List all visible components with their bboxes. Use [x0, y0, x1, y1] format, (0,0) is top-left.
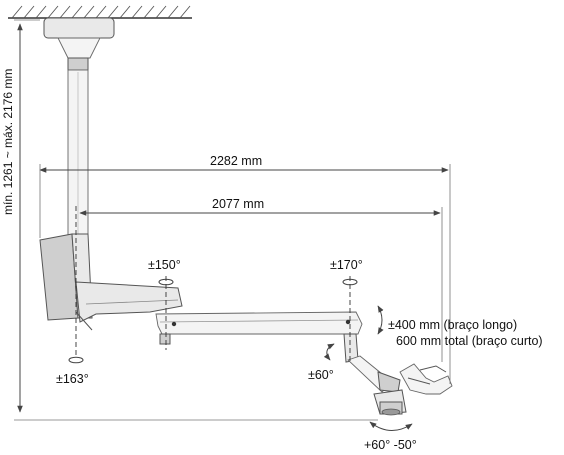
- height-range-label: mín. 1261 ~ máx. 2176 mm: [1, 68, 15, 215]
- inner-reach-label: 2077 mm: [212, 197, 265, 211]
- column-rotation-label: ±163°: [56, 372, 89, 386]
- rotation-axis-arm-end: [342, 276, 358, 362]
- rotation-axis-arm-joint: [158, 276, 174, 350]
- short-arm-travel-label: 600 mm total (braço curto): [396, 334, 543, 348]
- spring-arm-housing: [39, 233, 183, 331]
- suspension-arm: [343, 333, 401, 393]
- head-tilt-arrow: [369, 421, 413, 431]
- long-arm-travel-label: ±400 mm (braço longo): [388, 318, 518, 332]
- tilt-rotation-arrow: [323, 343, 335, 361]
- reach-dimension-inner: [79, 207, 443, 362]
- total-reach-label: 2282 mm: [210, 154, 263, 168]
- vertical-travel-arrow: [377, 305, 384, 335]
- height-dimension: [14, 19, 378, 421]
- ceiling: [8, 5, 192, 19]
- ceiling-mount: [43, 17, 115, 71]
- horizontal-arm: [155, 311, 363, 345]
- rotation-axis-column: [68, 206, 84, 364]
- reach-dimension-total: [39, 164, 451, 384]
- head-tilt-label: +60° -50°: [364, 438, 417, 452]
- tilt-rotation-label: ±60°: [308, 368, 334, 382]
- arm-joint-rotation-label: ±150°: [148, 258, 181, 272]
- microscope-head: [373, 363, 453, 416]
- arm-end-rotation-label: ±170°: [330, 258, 363, 272]
